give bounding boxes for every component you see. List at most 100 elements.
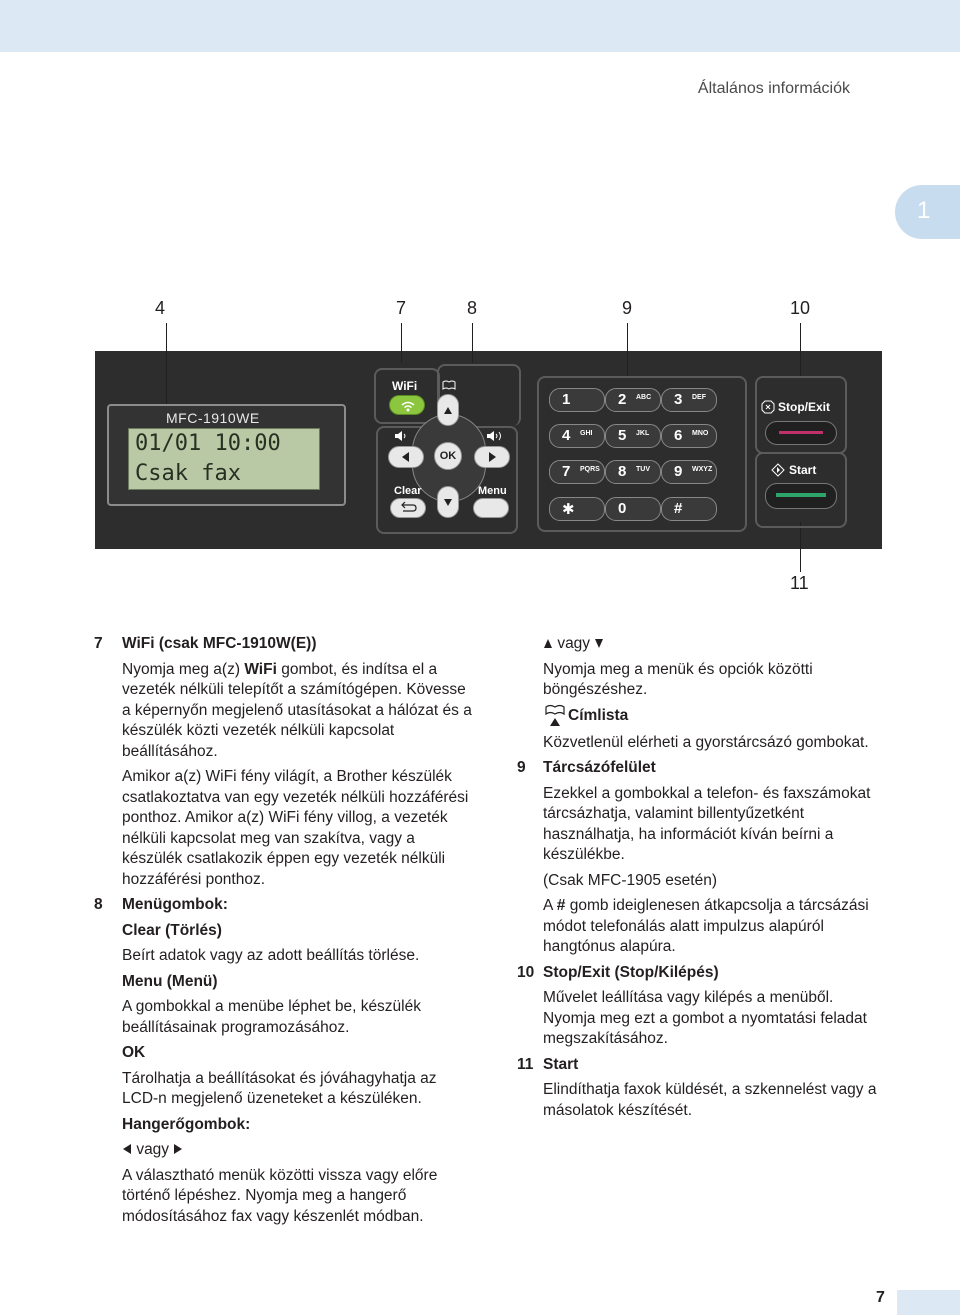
dial-key-digit: #: [674, 500, 683, 517]
stop-icon: [761, 400, 775, 414]
dial-key-letters: JKL: [636, 430, 650, 437]
lcd-model-label: MFC-1910WE: [166, 410, 260, 426]
address-book-icon: [442, 380, 456, 390]
dial-key-digit: 9: [674, 463, 683, 480]
volume-arrows-line: vagy: [122, 1140, 474, 1161]
dial-key[interactable]: 4 GHI: [549, 424, 605, 448]
up-arrow-icon: [444, 407, 452, 414]
item-9: 9 Tárcsázófelület Ezekkel a gombokkal a …: [514, 758, 886, 958]
down-button[interactable]: [437, 486, 459, 518]
item-10-number: 10: [517, 963, 535, 981]
callout-line-4: [166, 323, 167, 416]
dial-key[interactable]: ✱: [549, 497, 605, 521]
dial-key-digit: ✱: [562, 501, 575, 518]
dial-key-letters: GHI: [580, 430, 593, 437]
lcd-line-2: Csak fax: [135, 461, 241, 486]
item-9-title: Tárcsázófelület: [543, 759, 656, 776]
callout-line-10: [800, 323, 801, 378]
menu-text: A gombokkal a menübe léphet be, készülék…: [122, 998, 421, 1036]
item-10-paragraph-1: Művelet leállítása vagy kilépés a menübő…: [543, 989, 867, 1047]
callout-7: 7: [396, 298, 407, 318]
menu-button[interactable]: [473, 498, 509, 518]
item-11-title: Start: [543, 1055, 579, 1073]
chapter-number: 1: [917, 197, 931, 224]
cimlista-text: Közvetlenül elérheti a gyorstárcsázó gom…: [543, 733, 869, 751]
dial-key-digit: 4: [562, 427, 571, 444]
dial-key-digit: 1: [562, 391, 571, 408]
left-column: 7 WiFi (csak MFC-1910W(E)) Nyomja meg a(…: [94, 634, 474, 1232]
volume-down-left-button[interactable]: [388, 446, 424, 468]
start-box: [755, 452, 847, 528]
stop-indicator: [779, 431, 823, 434]
start-label: Start: [789, 463, 817, 477]
down-arrow-icon: [444, 499, 452, 506]
item-8-title: Menügombok:: [122, 896, 228, 913]
callout-4: 4: [155, 298, 166, 318]
start-button[interactable]: [765, 483, 837, 509]
bottom-band: [897, 1290, 960, 1315]
dial-key[interactable]: #: [661, 497, 717, 521]
wifi-box: [374, 368, 440, 424]
up-arrow-icon: [544, 639, 552, 648]
dial-key[interactable]: 6 MNO: [661, 424, 717, 448]
item-8: 8 Menügombok: Clear (Törlés) Beírt adato…: [94, 895, 474, 1227]
dial-key-digit: 3: [674, 391, 683, 408]
start-icon: [771, 463, 785, 477]
dial-key[interactable]: 2 ABC: [605, 388, 661, 412]
volume-subtitle: Hangerőgombok:: [122, 1115, 251, 1133]
item-9-paragraph-3: A # gomb ideiglenesen átkapcsolja a tárc…: [543, 897, 869, 955]
stop-exit-button[interactable]: [765, 421, 837, 445]
dial-key-letters: PQRS: [580, 466, 600, 473]
callout-line-7: [401, 323, 402, 363]
wifi-button[interactable]: [389, 395, 425, 415]
item-9-paragraph-1: Ezekkel a gombokkal a telefon- és faxszá…: [543, 784, 871, 864]
dial-key-letters: ABC: [636, 394, 652, 401]
dial-key-digit: 6: [674, 427, 683, 444]
wifi-label: WiFi: [392, 379, 418, 393]
clear-subtitle: Clear (Törlés): [122, 921, 222, 939]
item-9-paragraph-2: (Csak MFC-1905 esetén): [543, 871, 718, 889]
clear-text: Beírt adatok vagy az adott beállítás tör…: [122, 947, 420, 964]
volume-text: A választható menük közötti vissza vagy …: [122, 1166, 438, 1225]
callout-line-11: [800, 522, 801, 572]
item-10-title: Stop/Exit (Stop/Kilépés): [543, 963, 719, 981]
ok-button[interactable]: OK: [434, 442, 462, 470]
item-7-number: 7: [94, 635, 103, 652]
dial-key-digit: 2: [618, 391, 627, 408]
dial-key-digit: 0: [618, 500, 627, 517]
chapter-tab: 1: [895, 185, 960, 239]
dial-key-letters: MNO: [692, 430, 709, 437]
callout-line-9: [627, 323, 628, 378]
right-arrow-icon: [174, 1144, 183, 1154]
item-7-paragraph-2: Amikor a(z) WiFi fény világít, a Brother…: [122, 768, 469, 888]
page-number: 7: [876, 1289, 885, 1306]
item-8-number: 8: [94, 896, 103, 913]
ok-text: Tárolhatja a beállításokat és jóváhagyha…: [122, 1069, 437, 1108]
volume-up-right-button[interactable]: [474, 446, 510, 468]
dial-key[interactable]: 1: [549, 388, 605, 412]
right-column: vagy Nyomja meg a menük és opciók között…: [514, 634, 886, 1126]
volume-high-icon: [487, 431, 501, 441]
dial-key-digit: 7: [562, 463, 571, 480]
item-11-paragraph-1: Elindíthatja faxok küldését, a szkennelé…: [543, 1081, 877, 1119]
top-band: [0, 0, 960, 52]
item-9-number: 9: [517, 759, 526, 776]
updown-line: vagy: [543, 634, 886, 655]
dial-key[interactable]: 0: [605, 497, 661, 521]
wifi-icon: [401, 401, 415, 412]
volume-low-icon: [395, 431, 406, 441]
up-button[interactable]: [437, 394, 459, 426]
down-arrow-icon: [595, 639, 604, 648]
item-7: 7 WiFi (csak MFC-1910W(E)) Nyomja meg a(…: [94, 634, 474, 890]
item-7-title: WiFi (csak MFC-1910W(E)): [122, 635, 317, 652]
dial-key[interactable]: 7 PQRS: [549, 460, 605, 484]
lcd-screen: 01/01 10:00 Csak fax: [128, 428, 320, 490]
address-book-arrow-icon: [545, 704, 565, 726]
clear-button[interactable]: [390, 498, 426, 518]
callout-11: 11: [790, 573, 809, 593]
dial-pad-box: [537, 376, 747, 532]
